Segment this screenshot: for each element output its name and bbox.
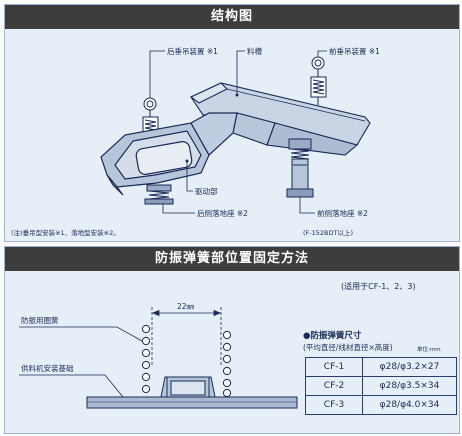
- trough-label: 料槽: [247, 46, 262, 56]
- front-base: [286, 138, 314, 198]
- drive-unit: [100, 112, 238, 196]
- spring-coils-left: [141, 324, 151, 394]
- spring-size-table: CF-1 φ28/φ3.2×27 CF-2 φ28/φ3.5×34 CF-3 φ…: [305, 357, 457, 415]
- size-cell: φ28/φ3.2×27: [362, 357, 457, 377]
- front-hanger-ring: [311, 56, 325, 70]
- spring-fixing-title: 防振弹簧部位置固定方法: [5, 247, 459, 271]
- spring-label: 防振用圈簧: [21, 315, 59, 325]
- structure-title: 结构图: [5, 5, 459, 29]
- applicable-models: (适用于CF-1、2、3): [341, 282, 416, 291]
- rear-hanger-ring: [143, 97, 157, 111]
- model-cell: CF-1: [305, 357, 363, 377]
- table-row: CF-2 φ28/φ3.5×34: [305, 376, 457, 396]
- rear-base-label: 后侧落地座 ※2: [197, 208, 248, 218]
- front-hanger-label: 前垂吊装置 ※1: [329, 46, 380, 56]
- drive-label: 驱动部: [195, 186, 218, 196]
- feeder-base-plate: [86, 396, 298, 409]
- size-cell: φ28/φ3.5×34: [362, 376, 457, 396]
- spring-coils-right: [222, 330, 232, 398]
- model-note: (F-152BDT以上): [303, 228, 353, 237]
- rear-hanger-label: 后垂吊装置 ※1: [167, 46, 218, 56]
- dimension-label: 22㎜: [177, 302, 195, 311]
- size-cell: φ28/φ4.0×34: [362, 395, 457, 415]
- feeder-structure-diagram: 后垂吊装置 ※1 料槽 前垂吊装置 ※1 驱动部 后侧落地座 ※2 前侧落地座 …: [11, 46, 380, 237]
- rear-base: [144, 184, 174, 205]
- model-cell: CF-3: [305, 395, 363, 415]
- spring-retainer: [160, 376, 216, 398]
- installation-note: (注)垂吊型安装※1、落地型安装※2。: [11, 228, 120, 237]
- base-label: 供料机安装基础: [21, 363, 74, 373]
- front-base-label: 前侧落地座 ※2: [317, 208, 368, 218]
- table-row: CF-1 φ28/φ3.2×27: [305, 357, 457, 377]
- unit-label: 单位:mm: [417, 347, 441, 353]
- spring-fixing-panel: 防振弹簧部位置固定方法 22㎜: [4, 246, 460, 434]
- structure-panel: 结构图: [4, 4, 460, 242]
- spring-size-subtitle: (平均直径/线材直径×高度): [303, 343, 393, 352]
- spring-fixing-diagram: 22㎜ 防振用圈簧 供料机安装: [19, 302, 298, 409]
- spring-size-title: ●防振弹簧尺寸: [303, 331, 362, 341]
- table-row: CF-3 φ28/φ4.0×34: [305, 395, 457, 415]
- model-cell: CF-2: [305, 376, 363, 396]
